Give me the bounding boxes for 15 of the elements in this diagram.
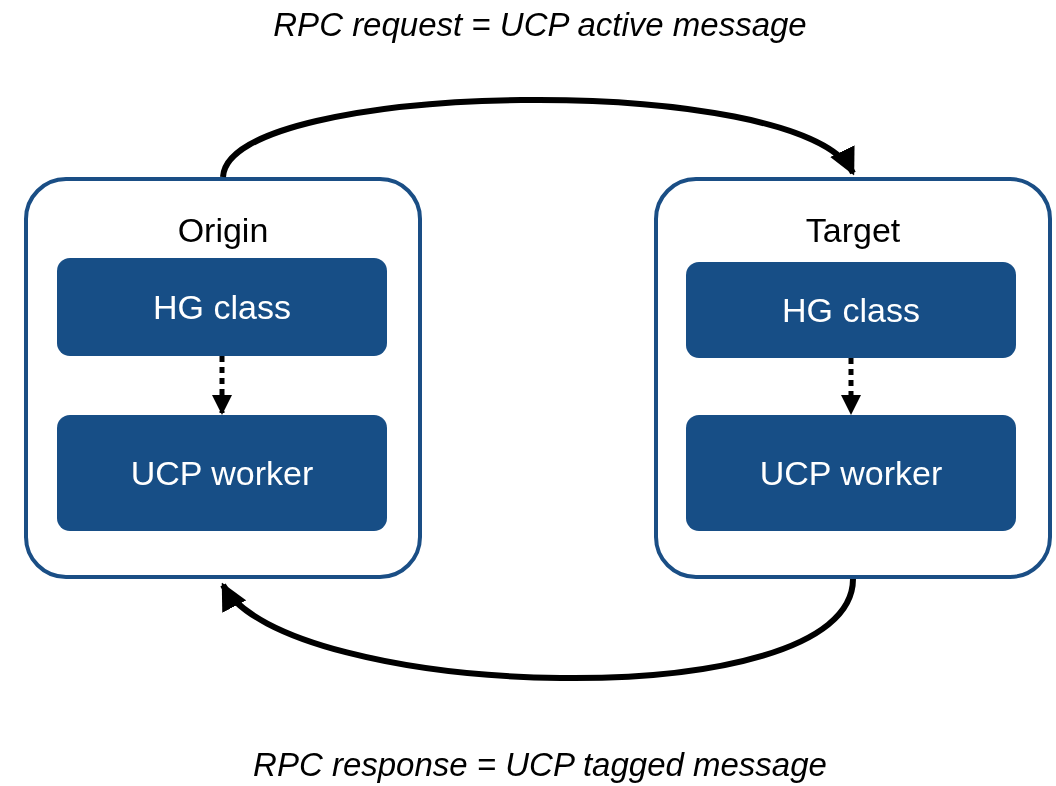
box-label: HG class bbox=[153, 287, 291, 327]
process-box bbox=[57, 415, 387, 531]
container-box bbox=[24, 177, 422, 579]
arrow bbox=[212, 356, 232, 415]
arrow bbox=[220, 578, 856, 681]
box-label: UCP worker bbox=[130, 453, 314, 493]
process-box bbox=[57, 258, 387, 356]
box-label: HG class bbox=[782, 290, 920, 330]
arrow bbox=[841, 358, 861, 415]
process-box bbox=[686, 262, 1016, 358]
box-title: Target bbox=[804, 211, 902, 250]
process-box bbox=[686, 415, 1016, 531]
container-box bbox=[654, 177, 1052, 579]
box-title: Origin bbox=[176, 211, 270, 250]
box-label: UCP worker bbox=[759, 453, 943, 493]
